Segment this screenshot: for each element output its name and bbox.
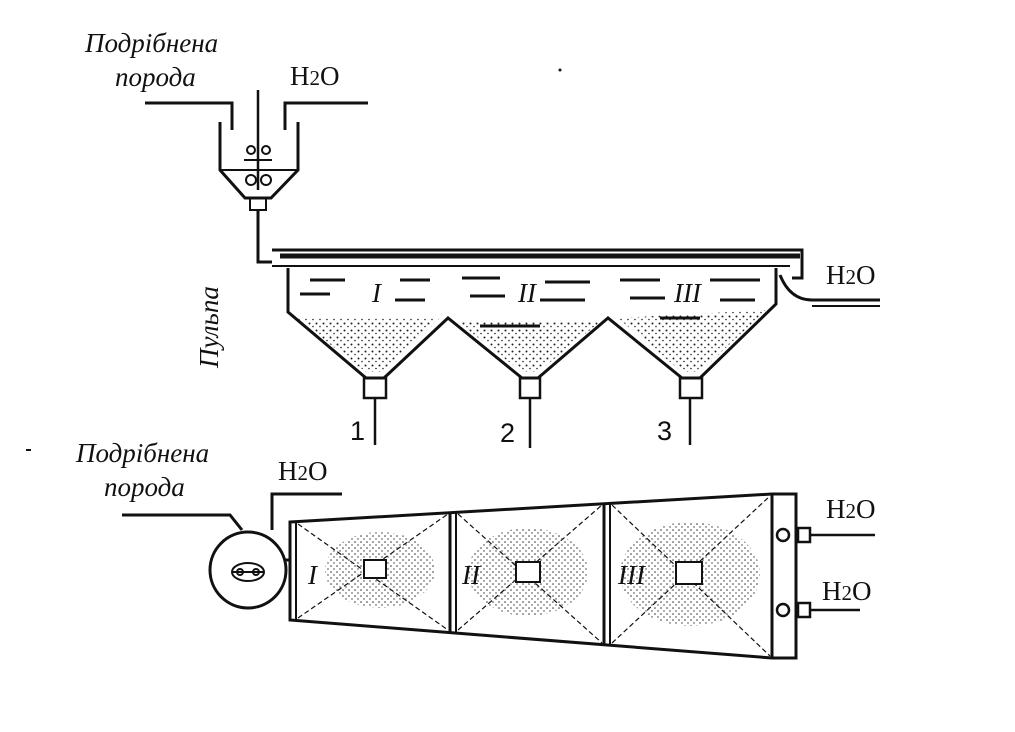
bottom-water-pipe xyxy=(270,492,342,530)
top-chamber-3-label: III xyxy=(674,278,701,308)
top-water-out-label: H2O xyxy=(826,260,876,290)
bottom-mixer-tank xyxy=(208,530,288,610)
bottom-chamber-cores xyxy=(363,559,703,585)
bottom-water-out-top-label: H2O xyxy=(826,494,876,524)
pulp-pipe xyxy=(256,210,272,264)
top-water-in-label: H2O xyxy=(290,61,340,91)
outlet-1-label: 1 xyxy=(350,416,366,446)
top-scheme xyxy=(145,90,880,380)
top-water-lines xyxy=(300,276,760,328)
top-trough xyxy=(272,248,804,280)
outlet-3-label: 3 xyxy=(657,416,673,446)
top-sediment xyxy=(296,310,766,372)
bottom-feed-label-line2: порода xyxy=(104,472,185,502)
top-chamber-2-label: II xyxy=(518,278,536,308)
top-feed-label-line2: порода xyxy=(115,62,196,92)
top-water-pipe xyxy=(283,101,368,130)
top-chamber-1-label: I xyxy=(372,278,381,308)
top-feed-label-line1: Подрібнена xyxy=(85,28,219,58)
top-agitator xyxy=(244,145,272,186)
top-feed-pipe xyxy=(145,101,234,130)
bottom-agitator xyxy=(231,562,265,582)
outlet-2-label: 2 xyxy=(500,418,516,448)
bottom-feed-label-line1: Подрібнена xyxy=(76,438,210,468)
bottom-chamber-3-label: III xyxy=(618,560,645,590)
top-outlet-nozzles xyxy=(362,376,704,448)
bottom-water-out-bottom-label: H2O xyxy=(822,576,872,606)
bottom-scheme xyxy=(122,492,798,660)
bottom-water-in-label: H2O xyxy=(278,456,328,486)
bottom-chamber-1-label: I xyxy=(308,560,317,590)
top-water-out-pipe xyxy=(778,274,880,302)
bottom-feed-pipe xyxy=(122,513,244,531)
bottom-water-outlets xyxy=(775,526,875,619)
pulp-label: Пульпа xyxy=(194,286,224,368)
bottom-chamber-2-label: II xyxy=(462,560,480,590)
